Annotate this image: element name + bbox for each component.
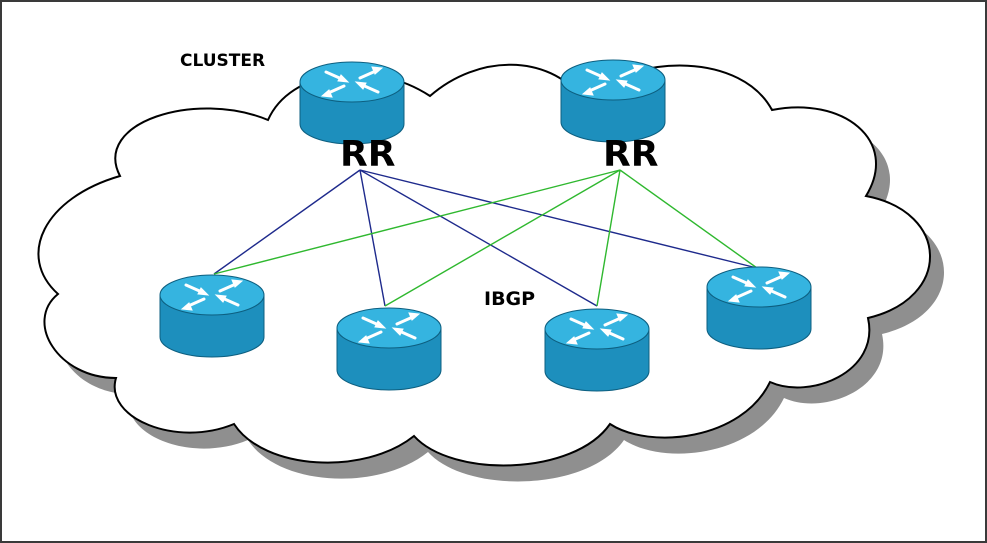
- cluster-label: CLUSTER: [180, 51, 265, 71]
- ibgp-link-rr-left-client-3: [359, 169, 598, 307]
- cloud-body: [37, 63, 931, 467]
- ibgp-link-rr-left-client-1: [213, 169, 361, 275]
- router-icon: [705, 265, 813, 351]
- cloud-icon: [37, 63, 945, 482]
- ibgp-label: IBGP: [484, 288, 535, 310]
- ibgp-links: [213, 169, 758, 307]
- ibgp-link-rr-right-client-4: [619, 169, 758, 269]
- router-icon: [559, 58, 667, 144]
- router-icon: [298, 60, 406, 146]
- router-icon: [335, 306, 443, 392]
- ibgp-link-rr-right-client-3: [596, 169, 621, 307]
- rr-label-left: RR: [340, 134, 395, 175]
- ibgp-link-rr-left-client-2: [359, 169, 386, 307]
- ibgp-link-rr-right-client-2: [384, 169, 621, 307]
- ibgp-link-rr-right-client-1: [213, 169, 621, 275]
- router-icon: [543, 307, 651, 393]
- rr-label-right: RR: [603, 134, 658, 175]
- router-icon: [158, 273, 266, 359]
- ibgp-link-rr-left-client-4: [359, 169, 758, 269]
